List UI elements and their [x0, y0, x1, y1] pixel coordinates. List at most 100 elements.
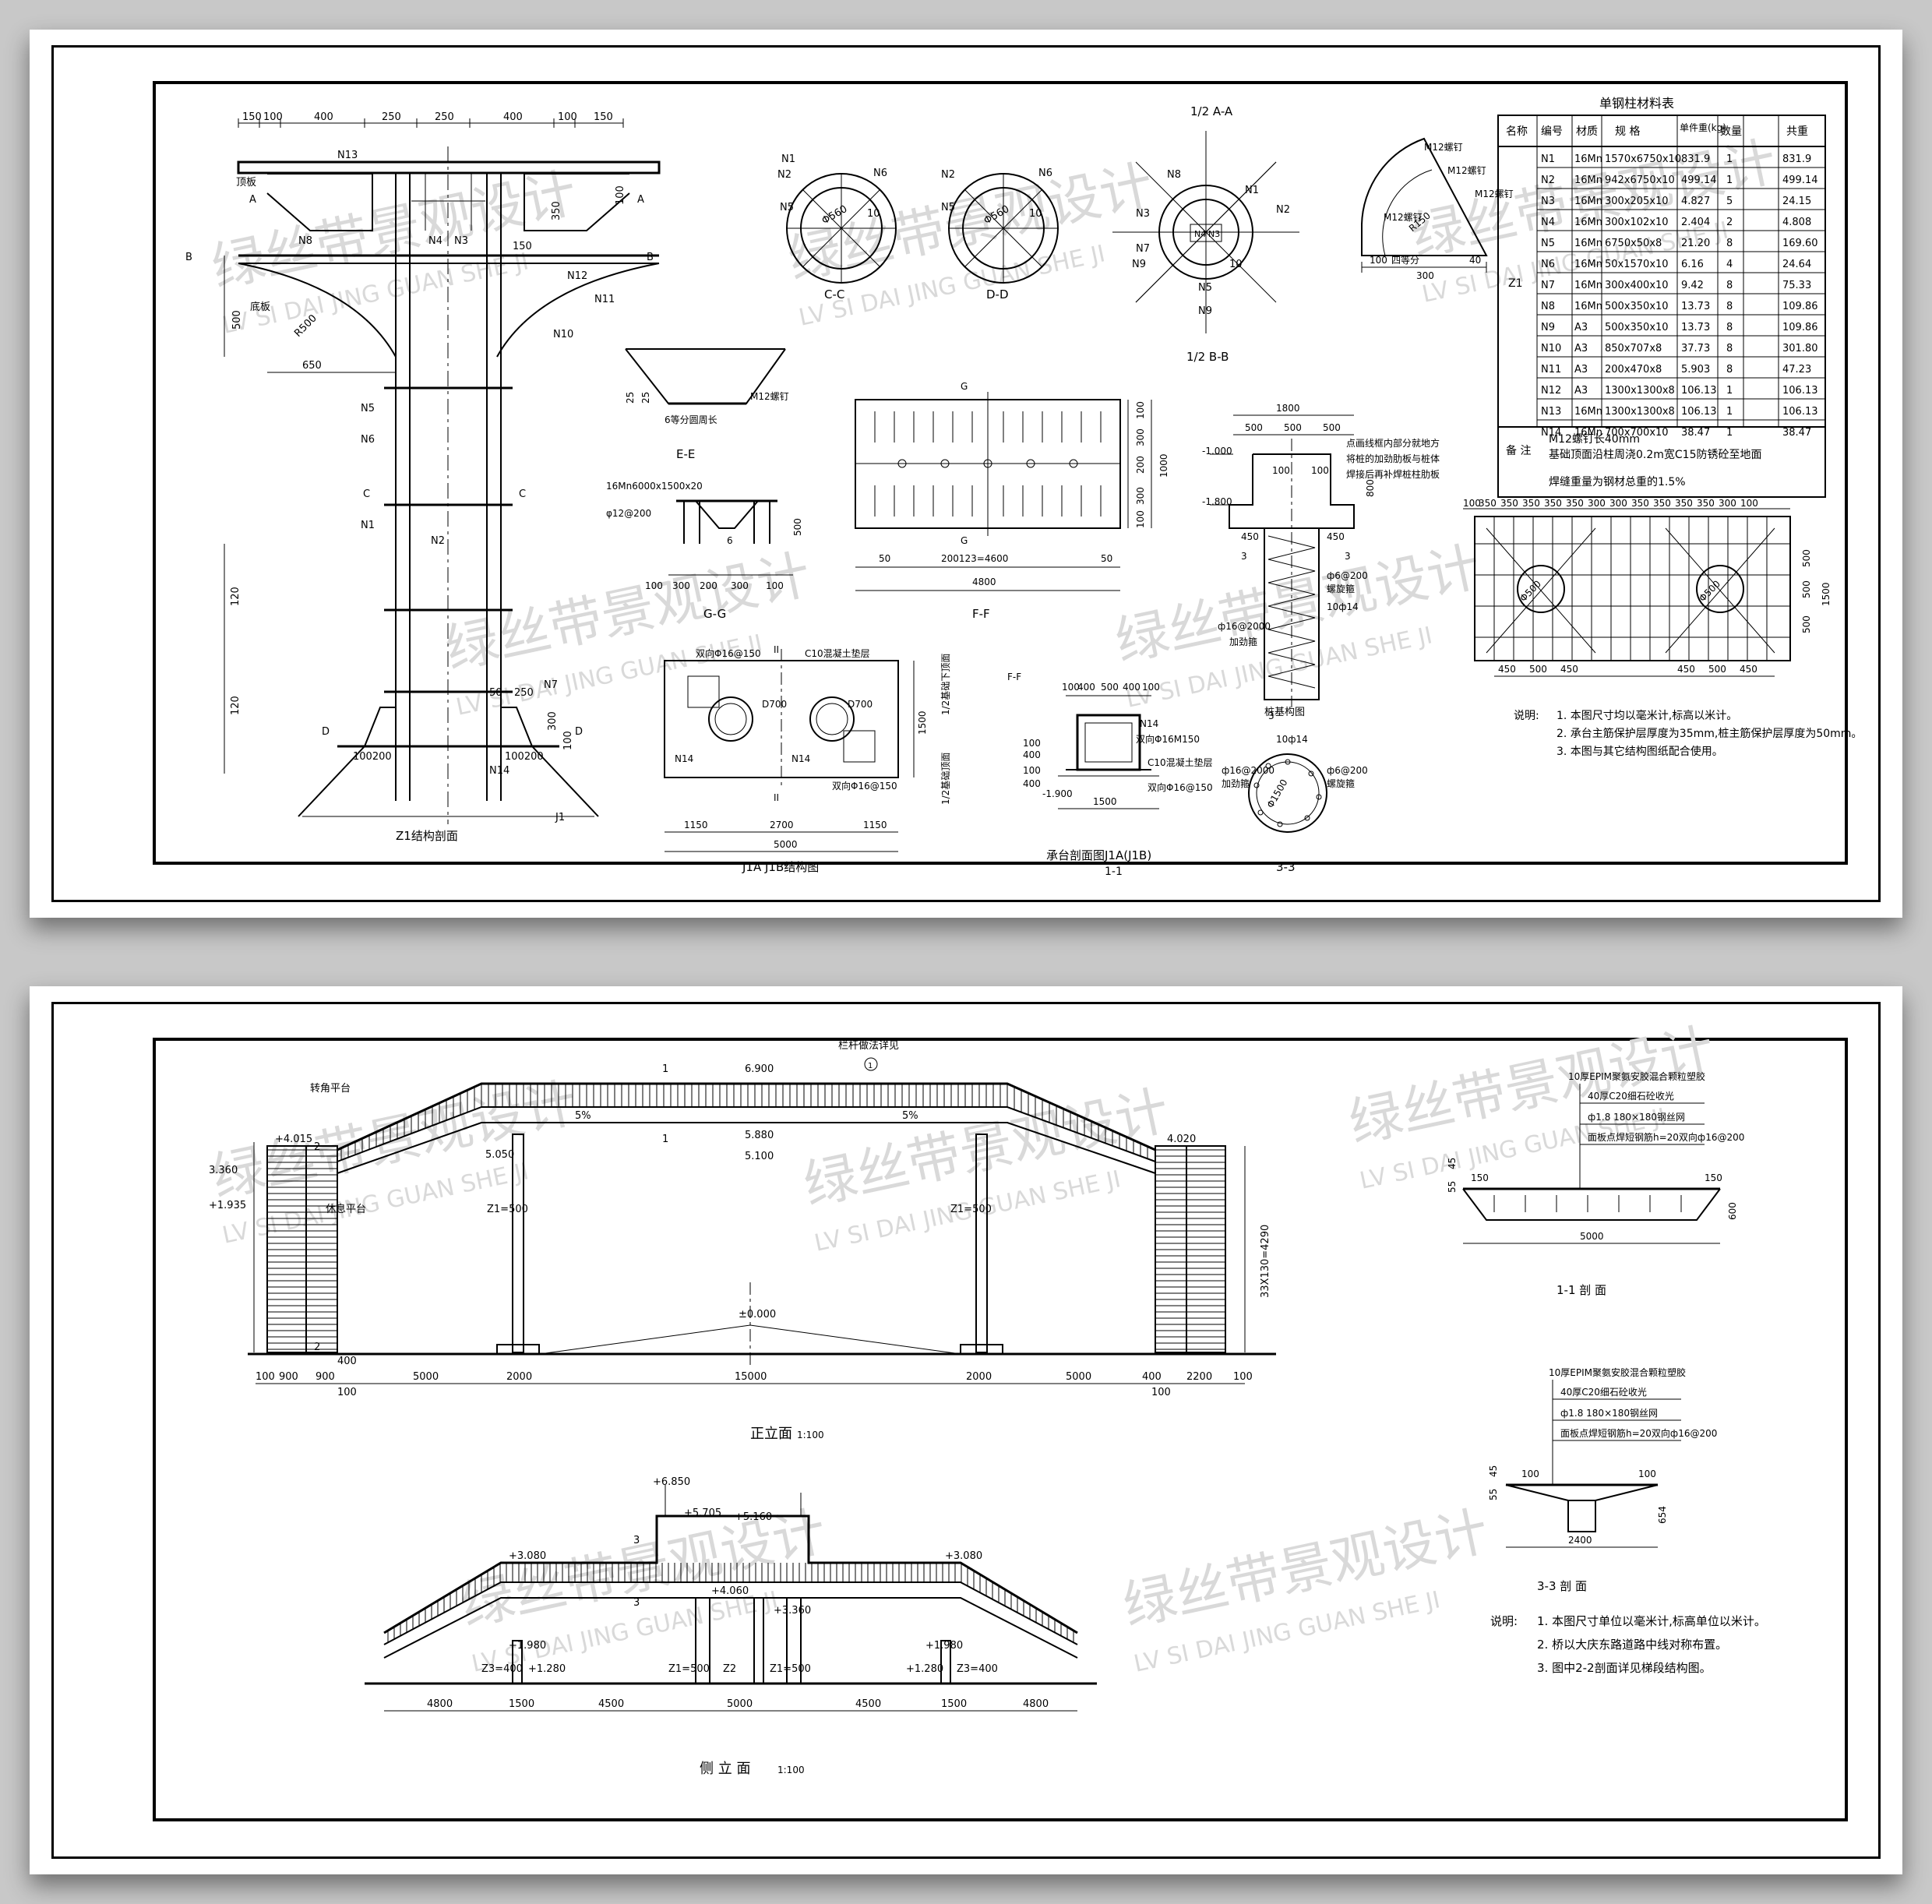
table-cell: 106.13 [1681, 385, 1717, 397]
svg-text:10厚EPIM聚氨安胶混合颗粒塑胶: 10厚EPIM聚氨安胶混合颗粒塑胶 [1549, 1366, 1686, 1378]
svg-text:450: 450 [1498, 664, 1516, 675]
svg-text:ф16@2000: ф16@2000 [1218, 621, 1271, 632]
svg-text:N5: N5 [941, 202, 955, 213]
svg-text:300: 300 [672, 580, 690, 591]
svg-text:6: 6 [727, 535, 733, 546]
svg-text:10: 10 [1029, 208, 1042, 220]
table-cell: 16Mn [1574, 259, 1602, 270]
svg-text:120: 120 [230, 696, 242, 715]
section-g-g: 16Mn6000x1500x20 φ12@200 500 6 100 300 2… [606, 481, 803, 621]
table-cell: 8 [1726, 280, 1733, 291]
table-cell: 8 [1726, 322, 1733, 333]
svg-text:N2: N2 [431, 535, 445, 547]
table-cell: 2.404 [1681, 217, 1710, 228]
svg-text:100200: 100200 [353, 751, 392, 763]
svg-text:55: 55 [1488, 1489, 1499, 1500]
svg-text:Z1: Z1 [1508, 277, 1523, 290]
svg-text:N11: N11 [594, 294, 615, 305]
table-cell: 500x350x10 [1605, 301, 1669, 312]
table-cell: 300x400x10 [1605, 280, 1669, 291]
table-cell: 499.14 [1782, 175, 1818, 186]
svg-text:桩基构图: 桩基构图 [1264, 707, 1305, 718]
svg-text:400: 400 [1142, 1371, 1162, 1383]
svg-text:双向Φ16@150: 双向Φ16@150 [832, 780, 897, 792]
svg-text:+4.060: +4.060 [711, 1585, 749, 1597]
svg-text:5000: 5000 [774, 839, 798, 850]
svg-text:100: 100 [1233, 1371, 1253, 1383]
svg-text:5%: 5% [902, 1110, 918, 1122]
front-elevation: 栏杆做法详见 1 转角平台 休息平台 6.900 5.880 5.100 5.0… [209, 1040, 1276, 1442]
svg-text:3-3 剖 面: 3-3 剖 面 [1537, 1579, 1587, 1593]
svg-text:N8: N8 [298, 235, 312, 247]
svg-text:1500: 1500 [917, 710, 928, 735]
svg-text:500: 500 [1323, 422, 1341, 433]
svg-text:+3.360: +3.360 [774, 1605, 811, 1617]
svg-text:45: 45 [1447, 1158, 1458, 1169]
svg-text:3.360: 3.360 [209, 1165, 238, 1176]
svg-text:150: 150 [513, 241, 532, 252]
svg-text:5.050: 5.050 [485, 1149, 514, 1161]
table-cell: 300x102x10 [1605, 217, 1669, 228]
svg-text:100: 100 [1638, 1469, 1656, 1479]
svg-text:ф6@200: ф6@200 [1327, 765, 1368, 776]
svg-text:双向Φ16M150: 双向Φ16M150 [1136, 733, 1200, 745]
svg-text:D: D [322, 726, 330, 738]
table-cell: 106.13 [1681, 406, 1717, 418]
svg-text:1-1 剖 面: 1-1 剖 面 [1557, 1283, 1606, 1297]
svg-text:3: 3 [1268, 710, 1274, 721]
svg-text:2: 2 [314, 1342, 320, 1353]
svg-text:350: 350 [1675, 498, 1693, 509]
svg-text:N12: N12 [567, 270, 587, 282]
svg-text:450: 450 [1560, 664, 1578, 675]
svg-text:C10混凝土垫层: C10混凝土垫层 [1148, 756, 1213, 768]
svg-text:加劲箍: 加劲箍 [1229, 636, 1257, 647]
svg-text:100: 100 [337, 1387, 357, 1398]
svg-text:300: 300 [1588, 498, 1606, 509]
svg-text:Z3=400: Z3=400 [957, 1663, 998, 1675]
table-cell: 8 [1726, 301, 1733, 312]
table-cell: N13 [1541, 406, 1561, 418]
table-cell: 499.14 [1681, 175, 1717, 186]
svg-text:10: 10 [1229, 259, 1243, 270]
svg-text:+1.280: +1.280 [528, 1663, 566, 1675]
svg-text:5.100: 5.100 [745, 1151, 774, 1162]
table-cell: 1 [1726, 406, 1733, 418]
svg-text:5000: 5000 [413, 1371, 439, 1383]
svg-text:150: 150 [242, 111, 262, 123]
table-cell: N4 [1541, 217, 1555, 228]
svg-text:点画线框内部分就地方: 点画线框内部分就地方 [1346, 437, 1440, 449]
svg-text:500: 500 [1801, 549, 1812, 567]
svg-text:4800: 4800 [427, 1698, 453, 1710]
table-cell: 109.86 [1782, 322, 1818, 333]
z1-column-section: 150 100 400 250 250 400 100 150 [185, 111, 661, 843]
svg-text:-1.900: -1.900 [1042, 788, 1073, 799]
section-1-1: 10厚EPIM聚氨安胶混合颗粒塑胶 40厚C20细石砼收光 ф1.8 180×1… [1447, 1070, 1744, 1297]
svg-text:100: 100 [1370, 255, 1387, 266]
svg-text:N5: N5 [361, 403, 375, 414]
svg-text:500: 500 [1708, 664, 1726, 675]
svg-text:J1A J1B结构图: J1A J1B结构图 [742, 860, 819, 874]
table-cell: 942x6750x10 [1605, 175, 1675, 186]
table-cell: 169.60 [1782, 238, 1818, 249]
table-cell: 47.23 [1782, 364, 1811, 376]
svg-text:500: 500 [1245, 422, 1263, 433]
notes-sheet2: 说明: 1. 本图尺寸单位以毫米计,标高单位以米计。 2. 桥以大庆东路道路中线… [1490, 1614, 1766, 1675]
svg-text:40厚C20细石砼收光: 40厚C20细石砼收光 [1560, 1387, 1647, 1398]
table-cell: 16Mn [1574, 196, 1602, 207]
table-cell: 38.47 [1782, 427, 1811, 439]
svg-text:ф16@2000: ф16@2000 [1222, 765, 1274, 776]
svg-text:500: 500 [1801, 580, 1812, 598]
table-cell: 13.73 [1681, 301, 1710, 312]
svg-text:Φ1500: Φ1500 [1264, 777, 1289, 810]
svg-text:数量: 数量 [1720, 125, 1742, 138]
svg-text:N1: N1 [1245, 185, 1259, 196]
svg-text:1500: 1500 [1821, 582, 1832, 606]
svg-text:10: 10 [867, 208, 880, 220]
svg-text:+6.850: +6.850 [653, 1476, 690, 1488]
table-cell: 16Mn [1574, 153, 1602, 165]
svg-text:40: 40 [1469, 255, 1481, 266]
railing-front [340, 1084, 1148, 1161]
svg-text:将桩的加劲肋板与桩体: 将桩的加劲肋板与桩体 [1346, 453, 1440, 464]
railing-side [387, 1563, 1074, 1643]
svg-text:1150: 1150 [684, 820, 708, 830]
